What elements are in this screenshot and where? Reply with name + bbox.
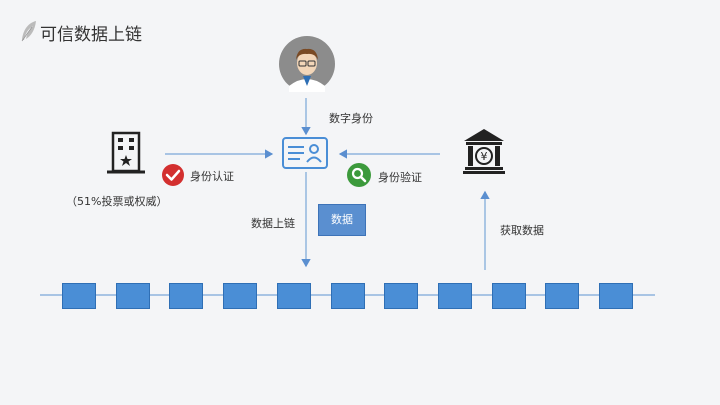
data-box: 数据 xyxy=(318,204,366,236)
feather-icon xyxy=(21,21,36,42)
id-card-icon xyxy=(282,137,328,169)
chain-block xyxy=(169,283,203,309)
page-title: 可信数据上链 xyxy=(40,25,142,45)
bank-icon: ¥ xyxy=(463,129,505,174)
chain-block xyxy=(492,283,526,309)
chain-block xyxy=(384,283,418,309)
get-data-label: 获取数据 xyxy=(500,224,544,237)
identity-verify-label: 身份验证 xyxy=(378,171,422,184)
chain-block xyxy=(438,283,472,309)
chain-block xyxy=(223,283,257,309)
data-on-chain-label: 数据上链 xyxy=(251,217,295,230)
chain-block xyxy=(545,283,579,309)
chain-block xyxy=(62,283,96,309)
search-badge-icon xyxy=(347,163,371,187)
identity-auth-label: 身份认证 xyxy=(190,170,234,183)
digital-identity-label: 数字身份 xyxy=(329,112,373,125)
check-badge-icon xyxy=(162,164,184,186)
chain-block xyxy=(277,283,311,309)
vote-note-label: （51%投票或权威） xyxy=(66,195,168,208)
office-building-icon xyxy=(107,131,145,174)
svg-text:¥: ¥ xyxy=(481,150,488,163)
chain-block xyxy=(116,283,150,309)
chain-block xyxy=(599,283,633,309)
user-avatar-icon xyxy=(279,36,335,92)
chain-block xyxy=(331,283,365,309)
